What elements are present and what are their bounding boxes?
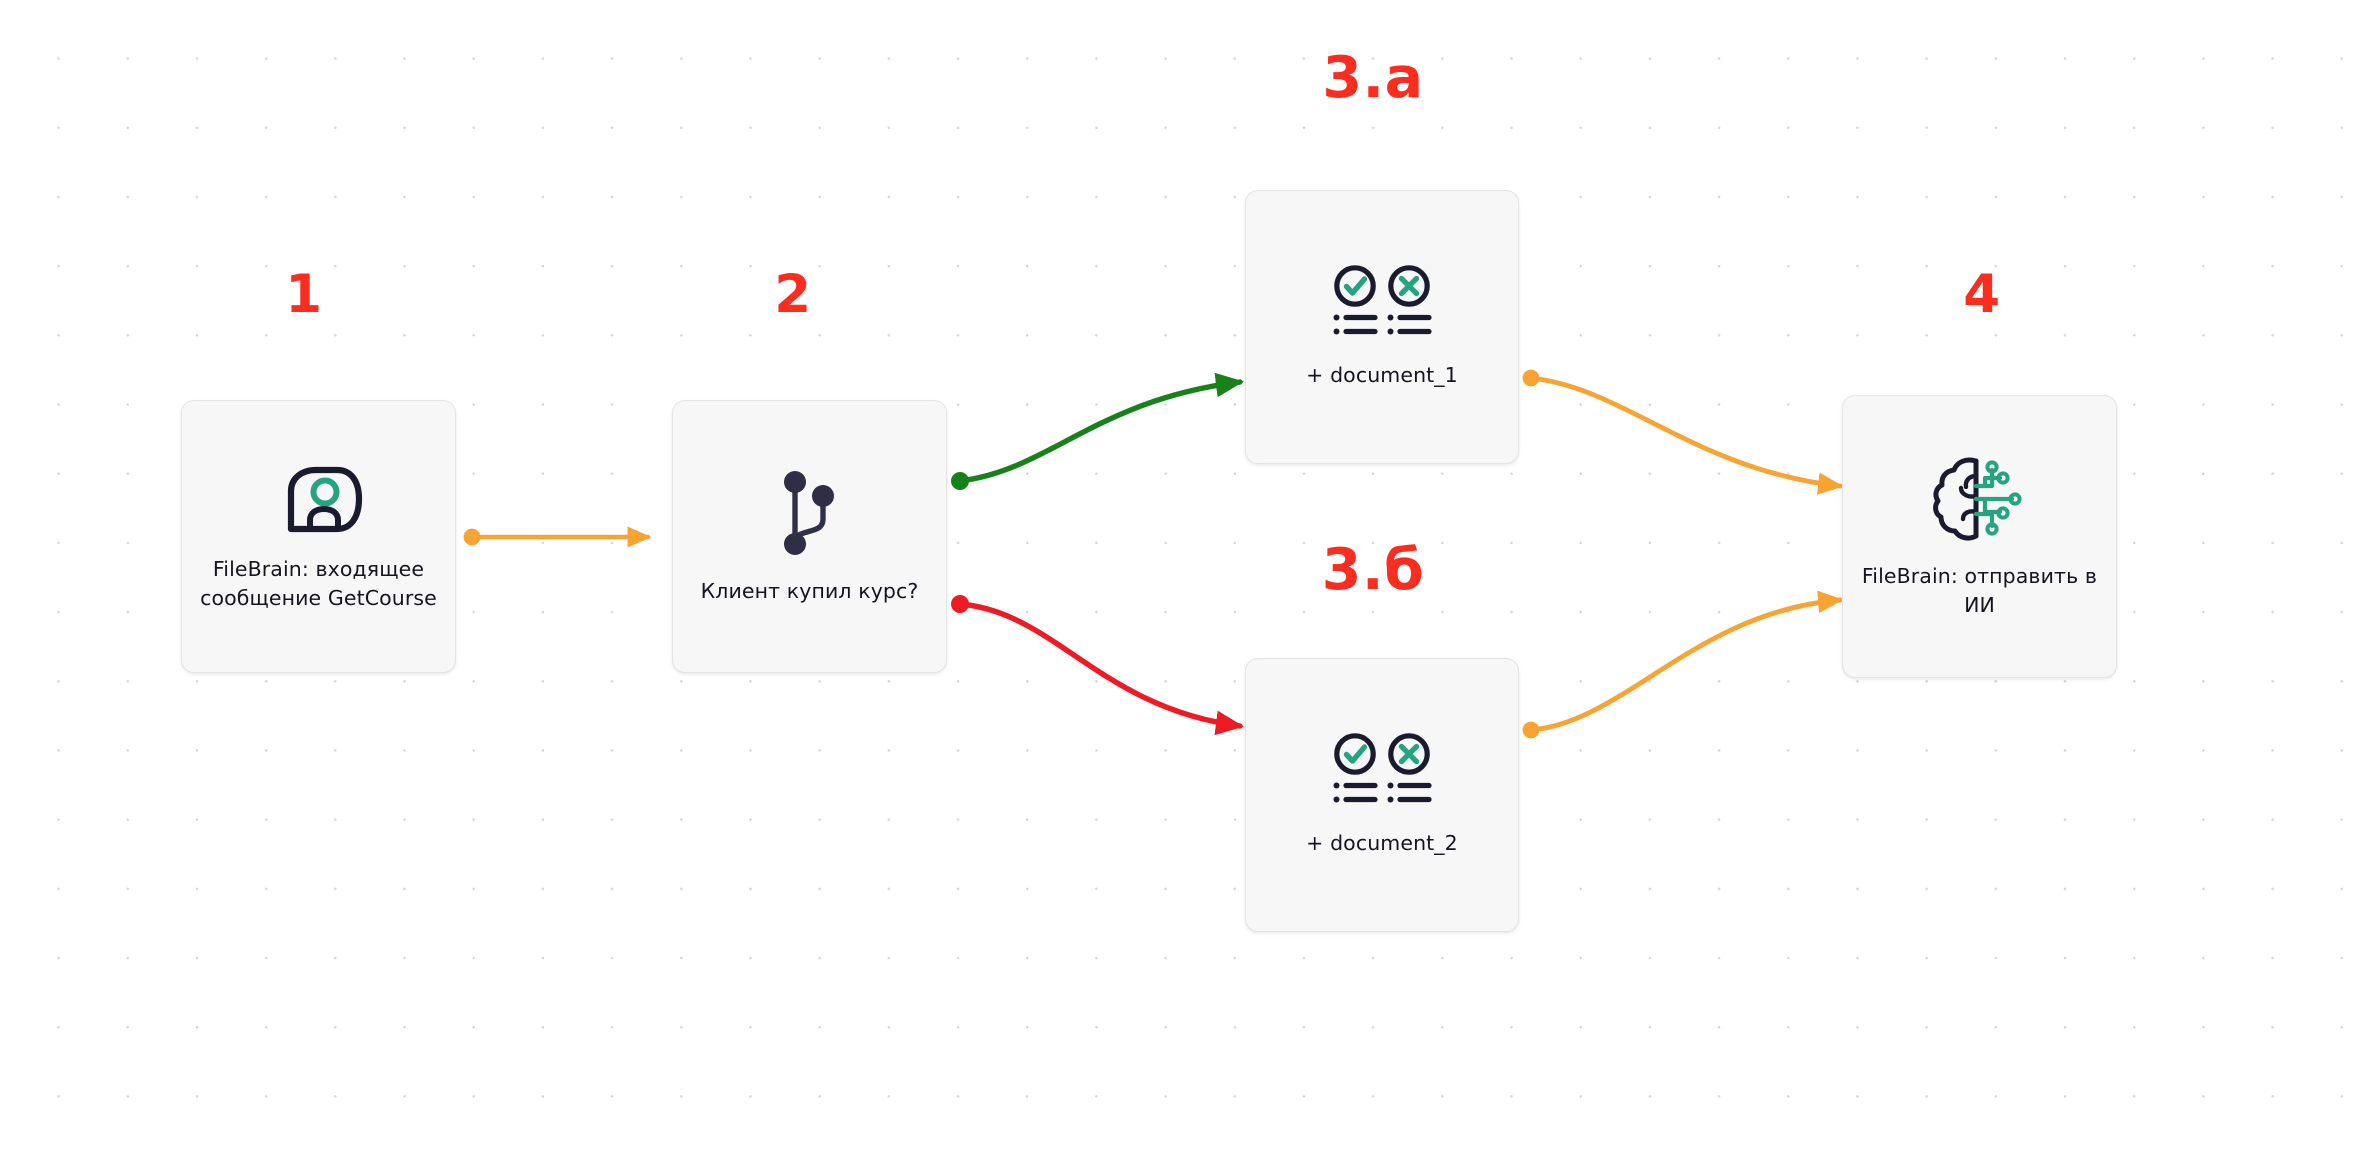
edge-3b-to-4 — [1522, 590, 1844, 739]
node-document-1[interactable]: + document_1 — [1245, 190, 1519, 464]
node-label: + document_1 — [1306, 362, 1458, 387]
checklist-icon — [1330, 733, 1434, 807]
edge-3a-to-4 — [1522, 369, 1844, 495]
node-document-2[interactable]: + document_2 — [1245, 658, 1519, 932]
edge-2-to-3a — [951, 372, 1244, 490]
node-condition[interactable]: Клиент купил курс? — [672, 400, 947, 673]
step-number-4: 4 — [1963, 264, 2001, 325]
step-number-3b: 3.б — [1321, 537, 1425, 603]
step-number-1: 1 — [285, 264, 323, 325]
branch-icon — [776, 467, 844, 559]
user-card-icon — [273, 461, 365, 537]
node-label: Клиент купил курс? — [700, 579, 919, 604]
node-label: FileBrain: входящее сообщение GetCourse — [200, 557, 437, 610]
edge-1-to-2 — [463, 526, 652, 548]
node-filebrain-send-ai[interactable]: FileBrain: отправить в ИИ — [1842, 395, 2117, 678]
step-number-2: 2 — [774, 264, 812, 325]
node-label: FileBrain: отправить в ИИ — [1861, 564, 2098, 617]
ai-brain-icon — [1928, 454, 2032, 544]
step-number-3a: 3.a — [1322, 45, 1424, 111]
edge-2-to-3b — [951, 595, 1244, 736]
node-filebrain-incoming[interactable]: FileBrain: входящее сообщение GetCourse — [181, 400, 456, 673]
checklist-icon — [1330, 265, 1434, 339]
node-label: + document_2 — [1306, 830, 1458, 855]
